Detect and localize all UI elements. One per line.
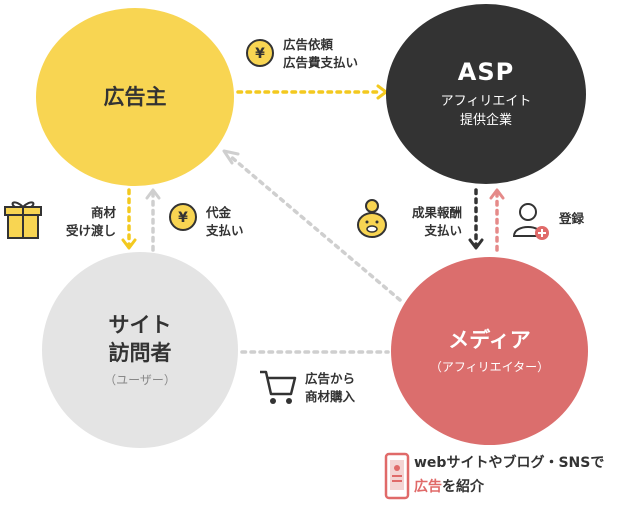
label-ad-request-line1: 広告依頼 [283, 37, 334, 52]
label-reward-line1: 成果報酬 [411, 205, 462, 220]
label-ad-request-line2: 広告費支払い [283, 55, 359, 70]
label-payment-line1: 代金 [206, 205, 232, 220]
gift-box-icon [4, 201, 42, 239]
arrowhead-media-to-advertiser [222, 149, 240, 165]
media-title: メディア [448, 328, 531, 352]
user-add-icon [512, 203, 549, 240]
label-purchase-line1: 広告から [305, 371, 356, 386]
visitor-title-line1: サイト [108, 313, 172, 337]
svg-text:¥: ¥ [255, 46, 265, 62]
advertiser-title: 広告主 [103, 85, 167, 109]
label-goods: 商材 受け渡し [46, 204, 116, 240]
arrowhead-advertiser-to-asp [376, 84, 388, 100]
label-goods-line2: 受け渡し [65, 223, 116, 238]
arrowhead-asp-to-media [468, 238, 484, 250]
label-payment-line2: 支払い [206, 223, 244, 238]
label-ad-request: 広告依頼 広告費支払い [283, 36, 358, 72]
label-register: 登録 [559, 211, 585, 226]
smartphone-icon [384, 452, 410, 500]
node-media: メディア （アフィリエイター） [391, 257, 588, 445]
visitor-title-line2: 訪問者 [108, 341, 172, 365]
asp-sub-line2: 提供企業 [459, 113, 512, 128]
svg-text:¥: ¥ [178, 210, 188, 226]
media-caption-line1: webサイトやブログ・SNSで [414, 455, 605, 471]
yen-coin-icon: ¥ [246, 39, 274, 67]
node-visitor: サイト 訪問者 （ユーザー） [42, 252, 238, 448]
asp-sub-line1: アフィリエイト [440, 94, 532, 109]
media-caption: webサイトやブログ・SNSで 広告を紹介 [414, 451, 604, 499]
piggy-bank-icon [357, 199, 387, 238]
visitor-sub: （ユーザー） [104, 373, 176, 387]
media-caption-line2: 広告を紹介 [414, 475, 604, 499]
arrowhead-media-to-asp [489, 188, 505, 200]
node-advertiser: 広告主 [36, 8, 234, 186]
yen-coin-icon: ¥ [169, 203, 197, 231]
shopping-cart-icon [260, 370, 297, 404]
label-reward: 成果報酬 支払い [392, 204, 462, 240]
arrowhead-advertiser-to-visitor [121, 238, 137, 250]
label-reward-line2: 支払い [424, 223, 462, 238]
node-asp: ASP アフィリエイト 提供企業 [386, 4, 586, 184]
label-purchase: 広告から 商材購入 [305, 370, 355, 406]
media-caption-rest: を紹介 [442, 479, 484, 495]
media-caption-accent: 広告 [414, 479, 442, 495]
media-sub: （アフィリエイター） [429, 360, 550, 374]
label-payment: 代金 支払い [206, 204, 244, 240]
arrow-media-to-advertiser [228, 154, 402, 302]
arrowhead-visitor-to-advertiser [145, 188, 161, 200]
asp-title: ASP [457, 58, 515, 86]
label-goods-line1: 商材 [90, 205, 116, 220]
label-purchase-line2: 商材購入 [305, 389, 356, 404]
